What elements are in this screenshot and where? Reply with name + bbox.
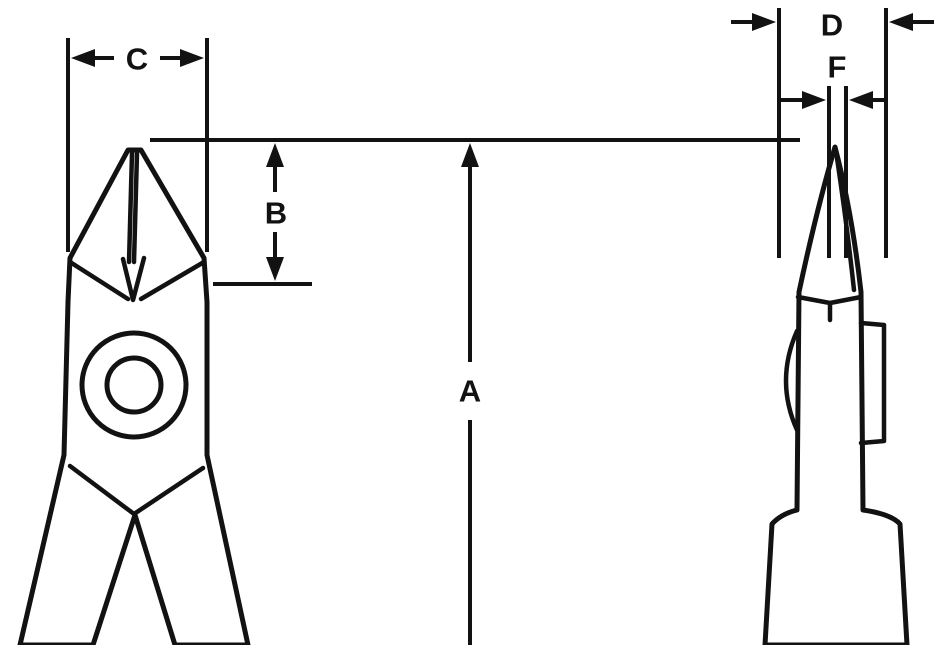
dim-b-arrowhead-down [266, 257, 284, 281]
dim-label-c: C [126, 42, 148, 77]
side-view-cutter [762, 144, 910, 645]
side-view-outline [762, 144, 910, 645]
dim-f-arrowhead-left-in [802, 91, 826, 109]
jaw-bevel-left [67, 259, 131, 302]
dim-d-arrowhead-left-in [752, 13, 776, 31]
dim-b-arrowhead-up [266, 143, 284, 167]
dim-label-d: D [821, 8, 843, 43]
dim-c-arrowhead-left [71, 49, 95, 67]
dim-d-arrowhead-right-in [889, 13, 913, 31]
dim-label-f: F [828, 50, 847, 85]
dim-f-extension-lines [827, 86, 848, 258]
front-view-cutter [17, 147, 251, 645]
body-bottom-edge [67, 463, 206, 517]
jaw-step-line [795, 294, 864, 323]
jaw-bevel-right [138, 259, 207, 302]
dim-d-extension-lines [777, 8, 888, 258]
pivot-inner-circle [104, 355, 164, 415]
side-plate [858, 320, 887, 446]
pivot-bulge [783, 328, 800, 433]
dimension-annotations: C B A D F [66, 8, 934, 645]
dim-c-extension-lines [66, 38, 209, 252]
dim-label-b: B [265, 196, 287, 231]
dim-f-arrowhead-right-in [849, 91, 873, 109]
cutting-edges [120, 255, 147, 303]
dim-label-a: A [459, 374, 481, 409]
dim-c-arrowhead-right [180, 49, 204, 67]
dim-a-arrowhead-up [461, 143, 479, 167]
cutting-slot [126, 150, 140, 265]
